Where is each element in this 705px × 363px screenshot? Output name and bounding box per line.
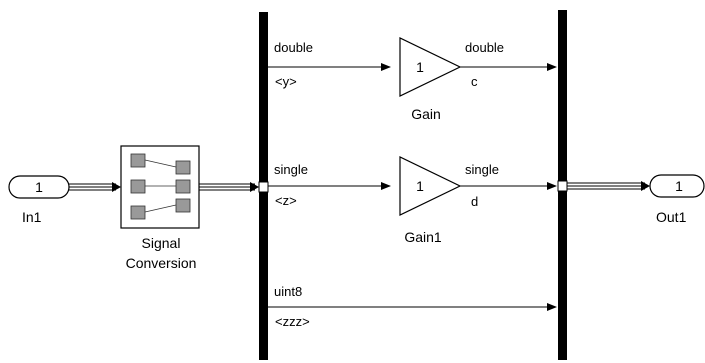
bus-line-conversion-to-selector[interactable]	[199, 182, 259, 192]
bus-line-in1-to-conversion[interactable]	[69, 182, 121, 192]
signal-z-type: single	[274, 162, 308, 177]
outport-out1-label: Out1	[656, 209, 687, 225]
signal-y-name: <y>	[275, 74, 297, 89]
gain-block[interactable]: 1	[399, 37, 462, 97]
bus-selector-block[interactable]	[258, 12, 269, 360]
gain-label: Gain	[411, 106, 441, 122]
gain-value: 1	[416, 59, 424, 75]
gain1-block[interactable]: 1	[399, 156, 462, 216]
signal-c-type: double	[465, 40, 504, 55]
signal-d-type: single	[465, 162, 499, 177]
signal-conversion-label-line1: Signal	[142, 235, 181, 251]
signal-zzz-type: uint8	[274, 284, 302, 299]
signal-z-name: <z>	[275, 193, 297, 208]
signal-y-type: double	[274, 40, 313, 55]
inport-in1-number: 1	[35, 179, 43, 195]
inport-in1-block[interactable]: 1	[8, 175, 70, 199]
signal-zzz-name: <zzz>	[275, 314, 310, 329]
bus-line-creator-to-out1[interactable]	[567, 181, 650, 191]
inport-in1-label: In1	[22, 209, 42, 225]
signal-conversion-label-line2: Conversion	[126, 255, 197, 271]
signal-c-name: c	[471, 74, 478, 89]
gain1-label: Gain1	[404, 229, 442, 245]
bus-selector-port	[258, 181, 269, 193]
bus-creator-block[interactable]	[557, 10, 568, 360]
signal-d-name: d	[471, 194, 478, 209]
outport-out1-block[interactable]: 1	[649, 174, 705, 198]
signal-conversion-icon	[130, 153, 191, 220]
signal-conversion-block[interactable]	[120, 145, 200, 229]
outport-out1-number: 1	[675, 178, 683, 194]
gain1-value: 1	[416, 178, 424, 194]
bus-creator-port	[557, 180, 568, 192]
